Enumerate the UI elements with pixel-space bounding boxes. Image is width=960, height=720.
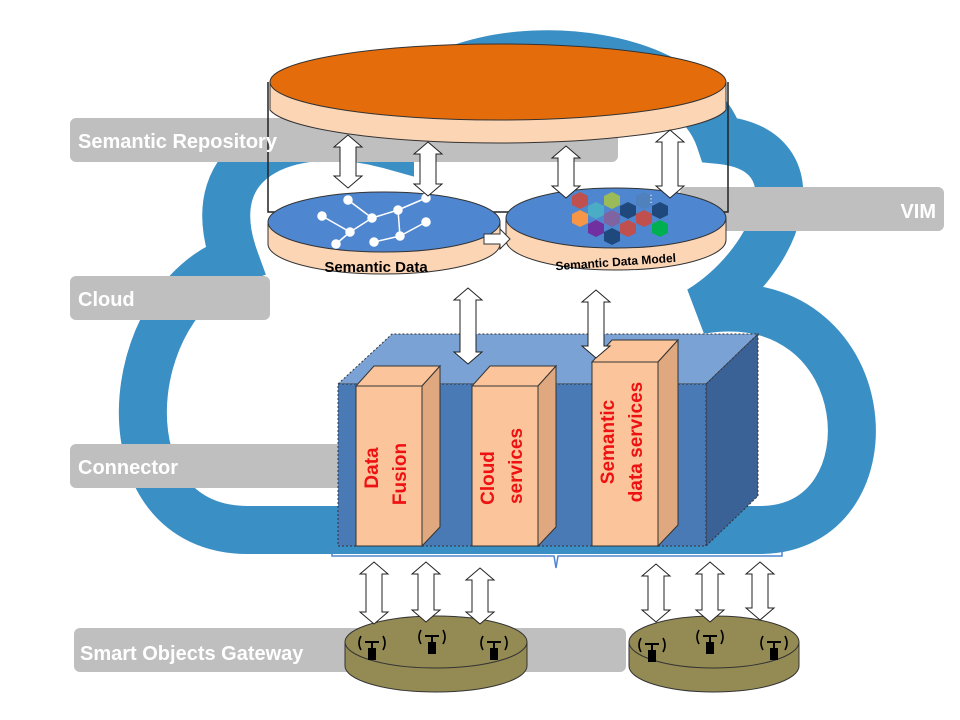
cloud-services-line-1: Cloud bbox=[478, 451, 499, 505]
sensor-antenna-icon bbox=[418, 629, 446, 654]
data-fusion-line-1: Data bbox=[362, 447, 383, 489]
double-arrow-icon bbox=[332, 134, 364, 189]
cloud-services-line-2: services bbox=[506, 428, 527, 504]
semantic-data-model-disc: ⋮ Semantic Data Model bbox=[505, 187, 727, 273]
label-bar-vim bbox=[680, 187, 944, 231]
vim-label: VIM bbox=[900, 201, 936, 223]
semantic-repository-label: Semantic Repository bbox=[78, 131, 278, 153]
connector-label: Connector bbox=[78, 457, 178, 479]
semantic-data-services-line-1: Semantic bbox=[598, 399, 619, 484]
svg-text:⋮: ⋮ bbox=[646, 194, 656, 205]
semantic-repository-cylinder bbox=[267, 43, 729, 213]
double-arrow-icon bbox=[412, 141, 444, 197]
sensor-antenna-icon bbox=[638, 637, 666, 662]
double-arrow-icon bbox=[580, 289, 612, 359]
semantic-data-disc: Semantic Data bbox=[267, 191, 501, 276]
hexagon-cluster-icon: ⋮ bbox=[572, 192, 668, 245]
double-arrow-icon bbox=[640, 563, 672, 623]
sensor-icons bbox=[358, 629, 788, 662]
graph-network-icon bbox=[317, 193, 431, 249]
sensor-antenna-icon bbox=[760, 635, 788, 660]
semantic-data-services-line-2: data services bbox=[626, 382, 647, 502]
service-block-data-fusion: Data Fusion bbox=[354, 364, 442, 548]
cloud-label: Cloud bbox=[78, 289, 135, 311]
double-arrow-icon bbox=[464, 567, 496, 625]
sensor-antenna-icon bbox=[696, 629, 724, 654]
service-block-cloud-services: Cloud services bbox=[470, 364, 558, 548]
double-arrow-icon bbox=[358, 561, 390, 625]
double-arrow-icon bbox=[452, 287, 484, 365]
sensor-antenna-icon bbox=[480, 635, 508, 660]
double-arrow-icon bbox=[744, 561, 776, 621]
double-arrow-icon bbox=[694, 561, 726, 623]
semantic-data-label: Semantic Data bbox=[324, 259, 428, 276]
connector-brace bbox=[331, 548, 783, 569]
disc-transfer-arrow bbox=[483, 227, 511, 251]
service-block-semantic-data-services: Semantic data services bbox=[590, 338, 680, 548]
bidirectional-arrows bbox=[332, 129, 776, 625]
double-arrow-icon bbox=[550, 145, 582, 199]
sensor-antenna-icon bbox=[358, 635, 386, 660]
label-bar-cloud bbox=[70, 276, 270, 320]
label-bar-connector bbox=[70, 444, 360, 488]
data-fusion-line-2: Fusion bbox=[390, 443, 411, 505]
double-arrow-icon bbox=[654, 129, 686, 199]
smart-objects-gateway-label: Smart Objects Gateway bbox=[80, 643, 304, 665]
double-arrow-icon bbox=[410, 561, 442, 623]
